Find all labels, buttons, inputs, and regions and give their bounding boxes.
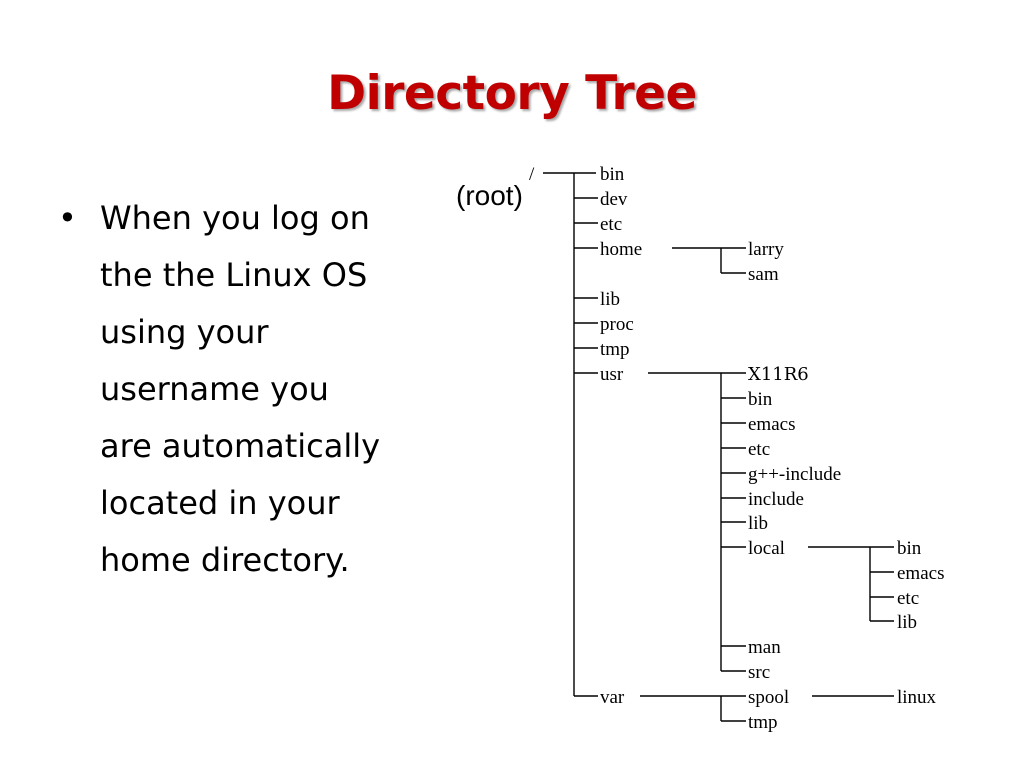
tree-node: larry: [748, 239, 784, 260]
tree-node: bin: [600, 164, 625, 185]
tree-node: src: [748, 662, 770, 683]
tree-node: include: [748, 489, 804, 510]
tree-node: tmp: [600, 339, 630, 360]
tree-node: spool: [748, 687, 789, 708]
tree-node: tmp: [748, 712, 778, 733]
bullet-line: using your: [100, 313, 269, 351]
tree-node: lib: [897, 612, 917, 633]
bullet-text: When you log on the the Linux OS using y…: [100, 190, 438, 589]
bullet-line: home directory.: [100, 541, 350, 579]
bullet-line: located in your: [100, 484, 340, 522]
tree-root: /: [529, 164, 535, 185]
tree-node: var: [600, 687, 625, 708]
slide-title: Directory Tree: [327, 66, 697, 121]
tree-node: proc: [600, 314, 634, 335]
tree-node: dev: [600, 189, 628, 210]
root-label: (root): [456, 180, 523, 211]
tree-node: emacs: [748, 414, 795, 435]
bullet-list: • When you log on the the Linux OS using…: [58, 190, 438, 589]
tree-node: g++-include: [748, 464, 841, 485]
bullet-line: username you: [100, 370, 329, 408]
tree-node: local: [748, 538, 785, 559]
tree-node: sam: [748, 264, 779, 285]
tree-node: etc: [748, 439, 770, 460]
bullet-item: • When you log on the the Linux OS using…: [58, 190, 438, 589]
tree-node: bin: [748, 389, 773, 410]
tree-node: etc: [897, 588, 919, 609]
bullet-line: When you log on: [100, 199, 370, 237]
bullet-line: the the Linux OS: [100, 256, 368, 294]
tree-node: man: [748, 637, 781, 658]
tree-node: lib: [600, 289, 620, 310]
tree-node: etc: [600, 214, 622, 235]
bullet-line: are automatically: [100, 427, 381, 465]
tree-node: home: [600, 239, 642, 260]
tree-node: emacs: [897, 563, 944, 584]
tree-node: usr: [600, 364, 624, 385]
bullet-dot-icon: •: [58, 199, 77, 237]
tree-node: lib: [748, 513, 768, 534]
tree-node: bin: [897, 538, 922, 559]
tree-node: X11R6: [748, 364, 809, 385]
tree-node: linux: [897, 687, 937, 708]
